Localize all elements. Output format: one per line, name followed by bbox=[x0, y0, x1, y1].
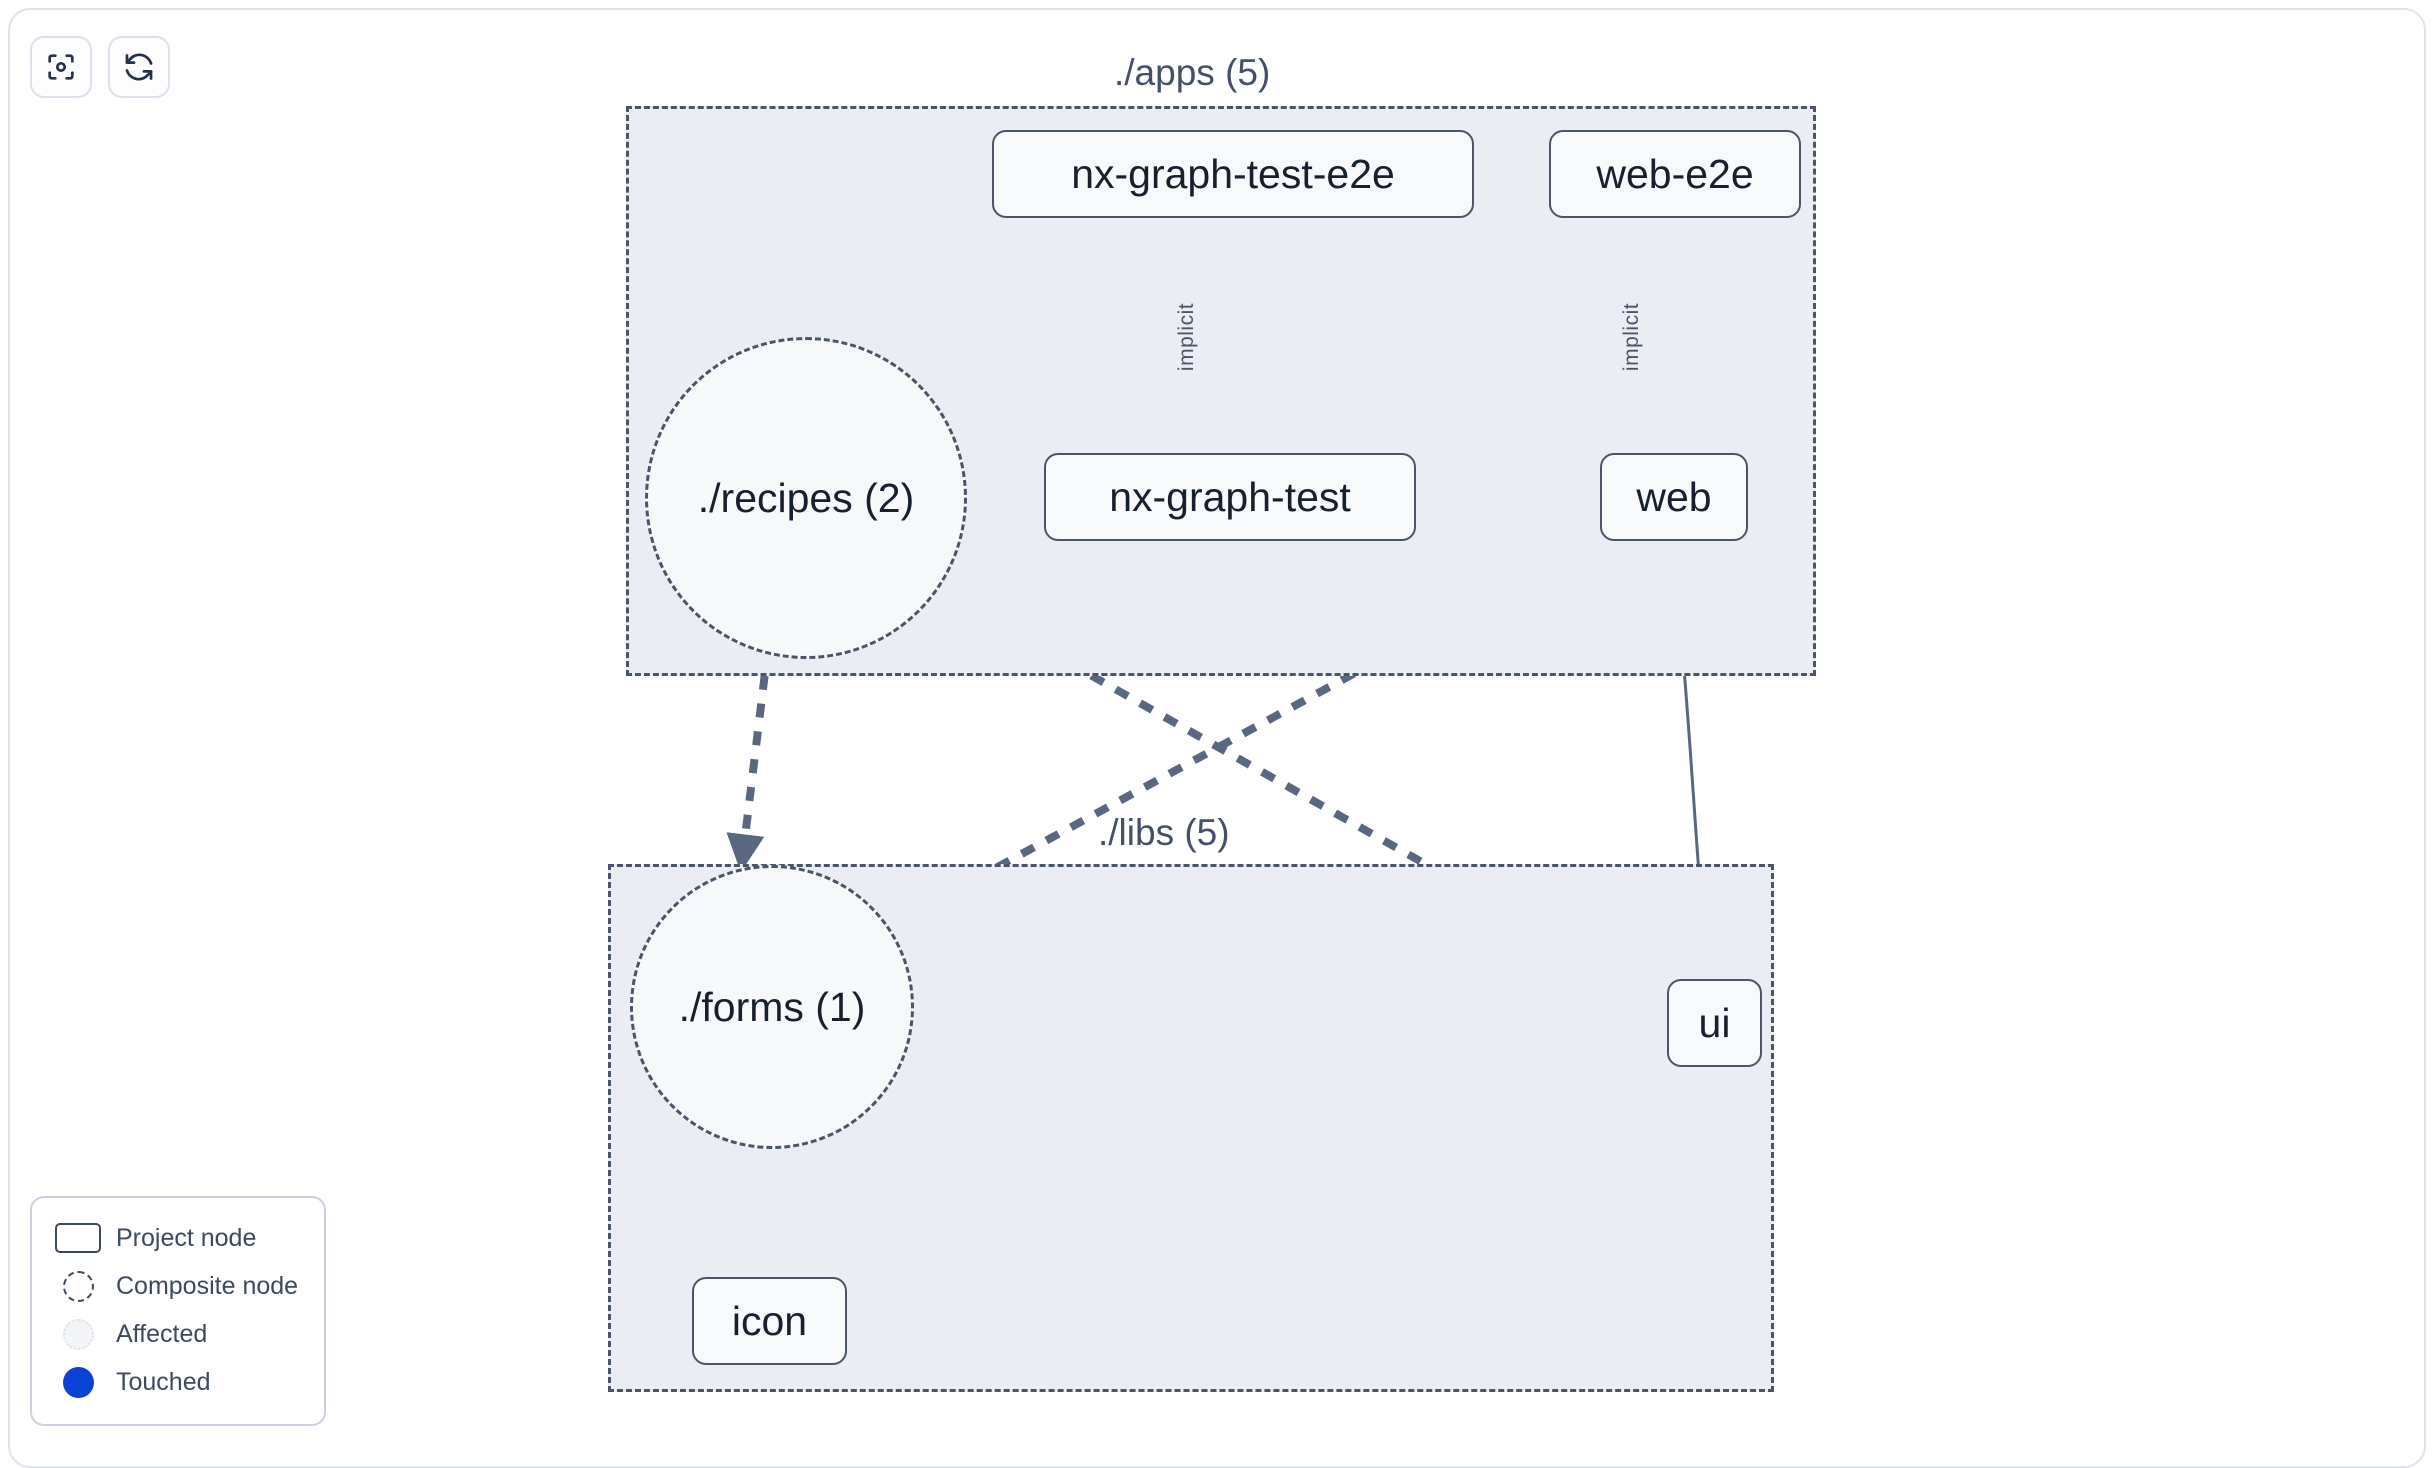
graph-toolbar bbox=[30, 36, 170, 98]
legend-label-touched: Touched bbox=[116, 1367, 211, 1396]
touched-swatch bbox=[52, 1364, 104, 1400]
refresh-graph-button[interactable] bbox=[108, 36, 170, 98]
group-label-libs: ./libs (5) bbox=[1098, 812, 1230, 853]
legend-label-project-node: Project node bbox=[116, 1223, 257, 1252]
legend-label-affected: Affected bbox=[116, 1319, 208, 1348]
project-node-nx-graph-test-label: nx-graph-test bbox=[1109, 473, 1351, 520]
affected-swatch bbox=[52, 1316, 104, 1352]
project-node-web-label: web bbox=[1636, 473, 1712, 520]
project-node-web-e2e-label: web-e2e bbox=[1596, 150, 1754, 197]
legend-item-affected: Affected bbox=[52, 1310, 304, 1358]
focus-graph-button[interactable] bbox=[30, 36, 92, 98]
legend-item-touched: Touched bbox=[52, 1358, 304, 1406]
edge-label-implicit-web: implicit bbox=[1620, 302, 1644, 372]
edge-recipes-to-forms bbox=[726, 647, 772, 873]
composite-node-recipes[interactable]: ./recipes (2) bbox=[645, 337, 967, 659]
legend-item-composite-node: Composite node bbox=[52, 1262, 304, 1310]
edge-recipes-to-ui bbox=[943, 589, 1655, 994]
composite-node-forms-label: ./forms (1) bbox=[678, 983, 866, 1030]
project-node-web-e2e[interactable]: web-e2e bbox=[1549, 130, 1801, 218]
refresh-icon bbox=[122, 50, 156, 84]
legend-item-project-node: Project node bbox=[52, 1214, 304, 1262]
project-node-icon[interactable]: icon bbox=[692, 1277, 847, 1365]
graph-legend: Project node Composite node Affected Tou… bbox=[30, 1196, 326, 1426]
composite-node-swatch bbox=[52, 1268, 104, 1304]
focus-target-icon bbox=[44, 50, 78, 84]
composite-node-recipes-label: ./recipes (2) bbox=[697, 474, 915, 521]
project-node-ui[interactable]: ui bbox=[1667, 979, 1762, 1067]
edge-label-implicit-nx-graph-test: implicit bbox=[1175, 302, 1199, 372]
edge-web-to-forms bbox=[890, 536, 1602, 925]
project-node-nx-graph-test[interactable]: nx-graph-test bbox=[1044, 453, 1416, 541]
project-node-ui-label: ui bbox=[1698, 999, 1731, 1046]
group-label-apps: ./apps (5) bbox=[1114, 52, 1271, 93]
legend-label-composite-node: Composite node bbox=[116, 1271, 299, 1300]
composite-node-forms[interactable]: ./forms (1) bbox=[630, 865, 914, 1149]
project-node-nx-graph-test-e2e[interactable]: nx-graph-test-e2e bbox=[992, 130, 1474, 218]
project-node-icon-label: icon bbox=[731, 1297, 808, 1344]
project-node-nx-graph-test-e2e-label: nx-graph-test-e2e bbox=[1071, 150, 1395, 197]
project-node-web[interactable]: web bbox=[1600, 453, 1748, 541]
project-node-swatch bbox=[52, 1220, 104, 1256]
